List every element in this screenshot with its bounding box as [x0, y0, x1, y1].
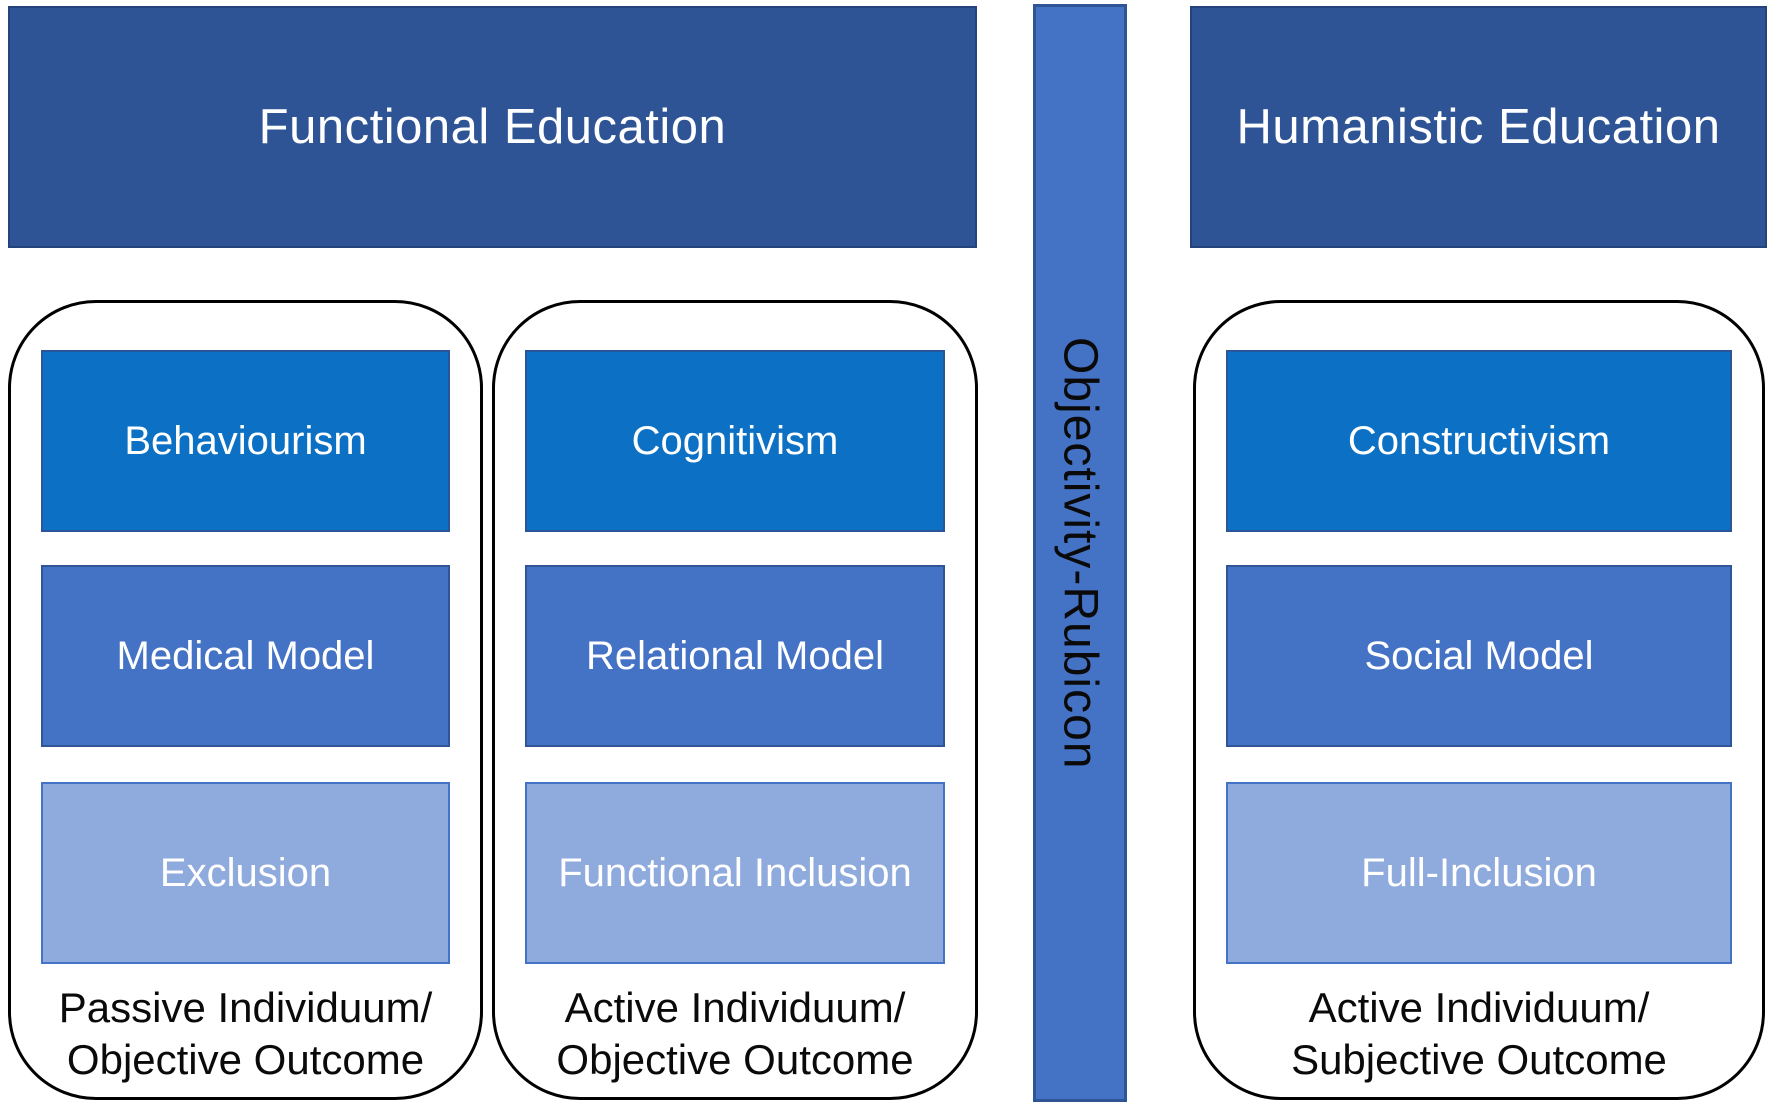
- caption-line-1: Active Individuum/: [564, 984, 906, 1031]
- group-active-individuum-objective: Cognitivism Relational Model Functional …: [492, 300, 978, 1100]
- box-social-model: Social Model: [1226, 565, 1732, 747]
- box-medical-model: Medical Model: [41, 565, 450, 747]
- objectivity-rubicon-label: Objectivity-Rubicon: [1053, 336, 1107, 770]
- header-humanistic-education: Humanistic Education: [1190, 6, 1767, 248]
- header-functional-education: Functional Education: [8, 6, 977, 248]
- box-full-inclusion-label: Full-Inclusion: [1361, 850, 1597, 895]
- box-cognitivism: Cognitivism: [525, 350, 945, 532]
- header-humanistic-education-label: Humanistic Education: [1236, 100, 1721, 154]
- caption-line-2: Subjective Outcome: [1291, 1036, 1667, 1083]
- objectivity-rubicon-bar: Objectivity-Rubicon: [1033, 4, 1127, 1102]
- caption-active-individuum-subjective: Active Individuum/ Subjective Outcome: [1196, 982, 1762, 1086]
- box-medical-model-label: Medical Model: [116, 633, 375, 678]
- caption-line-2: Objective Outcome: [556, 1036, 914, 1083]
- box-social-model-label: Social Model: [1364, 633, 1594, 678]
- box-relational-model: Relational Model: [525, 565, 945, 747]
- box-functional-inclusion-label: Functional Inclusion: [558, 850, 912, 895]
- box-behaviourism-label: Behaviourism: [124, 418, 367, 463]
- box-functional-inclusion: Functional Inclusion: [525, 782, 945, 964]
- group-active-individuum-subjective: Constructivism Social Model Full-Inclusi…: [1193, 300, 1765, 1100]
- box-behaviourism: Behaviourism: [41, 350, 450, 532]
- box-relational-model-label: Relational Model: [586, 633, 884, 678]
- caption-line-1: Active Individuum/: [1308, 984, 1650, 1031]
- box-full-inclusion: Full-Inclusion: [1226, 782, 1732, 964]
- header-functional-education-label: Functional Education: [258, 100, 727, 154]
- box-exclusion-label: Exclusion: [159, 850, 332, 895]
- caption-active-individuum-objective: Active Individuum/ Objective Outcome: [495, 982, 975, 1086]
- box-exclusion: Exclusion: [41, 782, 450, 964]
- caption-line-2: Objective Outcome: [66, 1036, 425, 1083]
- box-cognitivism-label: Cognitivism: [631, 418, 839, 463]
- group-passive-individuum: Behaviourism Medical Model Exclusion Pas…: [8, 300, 483, 1100]
- caption-passive-individuum: Passive Individuum/ Objective Outcome: [11, 982, 480, 1086]
- box-constructivism: Constructivism: [1226, 350, 1732, 532]
- box-constructivism-label: Constructivism: [1347, 418, 1611, 463]
- caption-line-1: Passive Individuum/: [58, 984, 433, 1031]
